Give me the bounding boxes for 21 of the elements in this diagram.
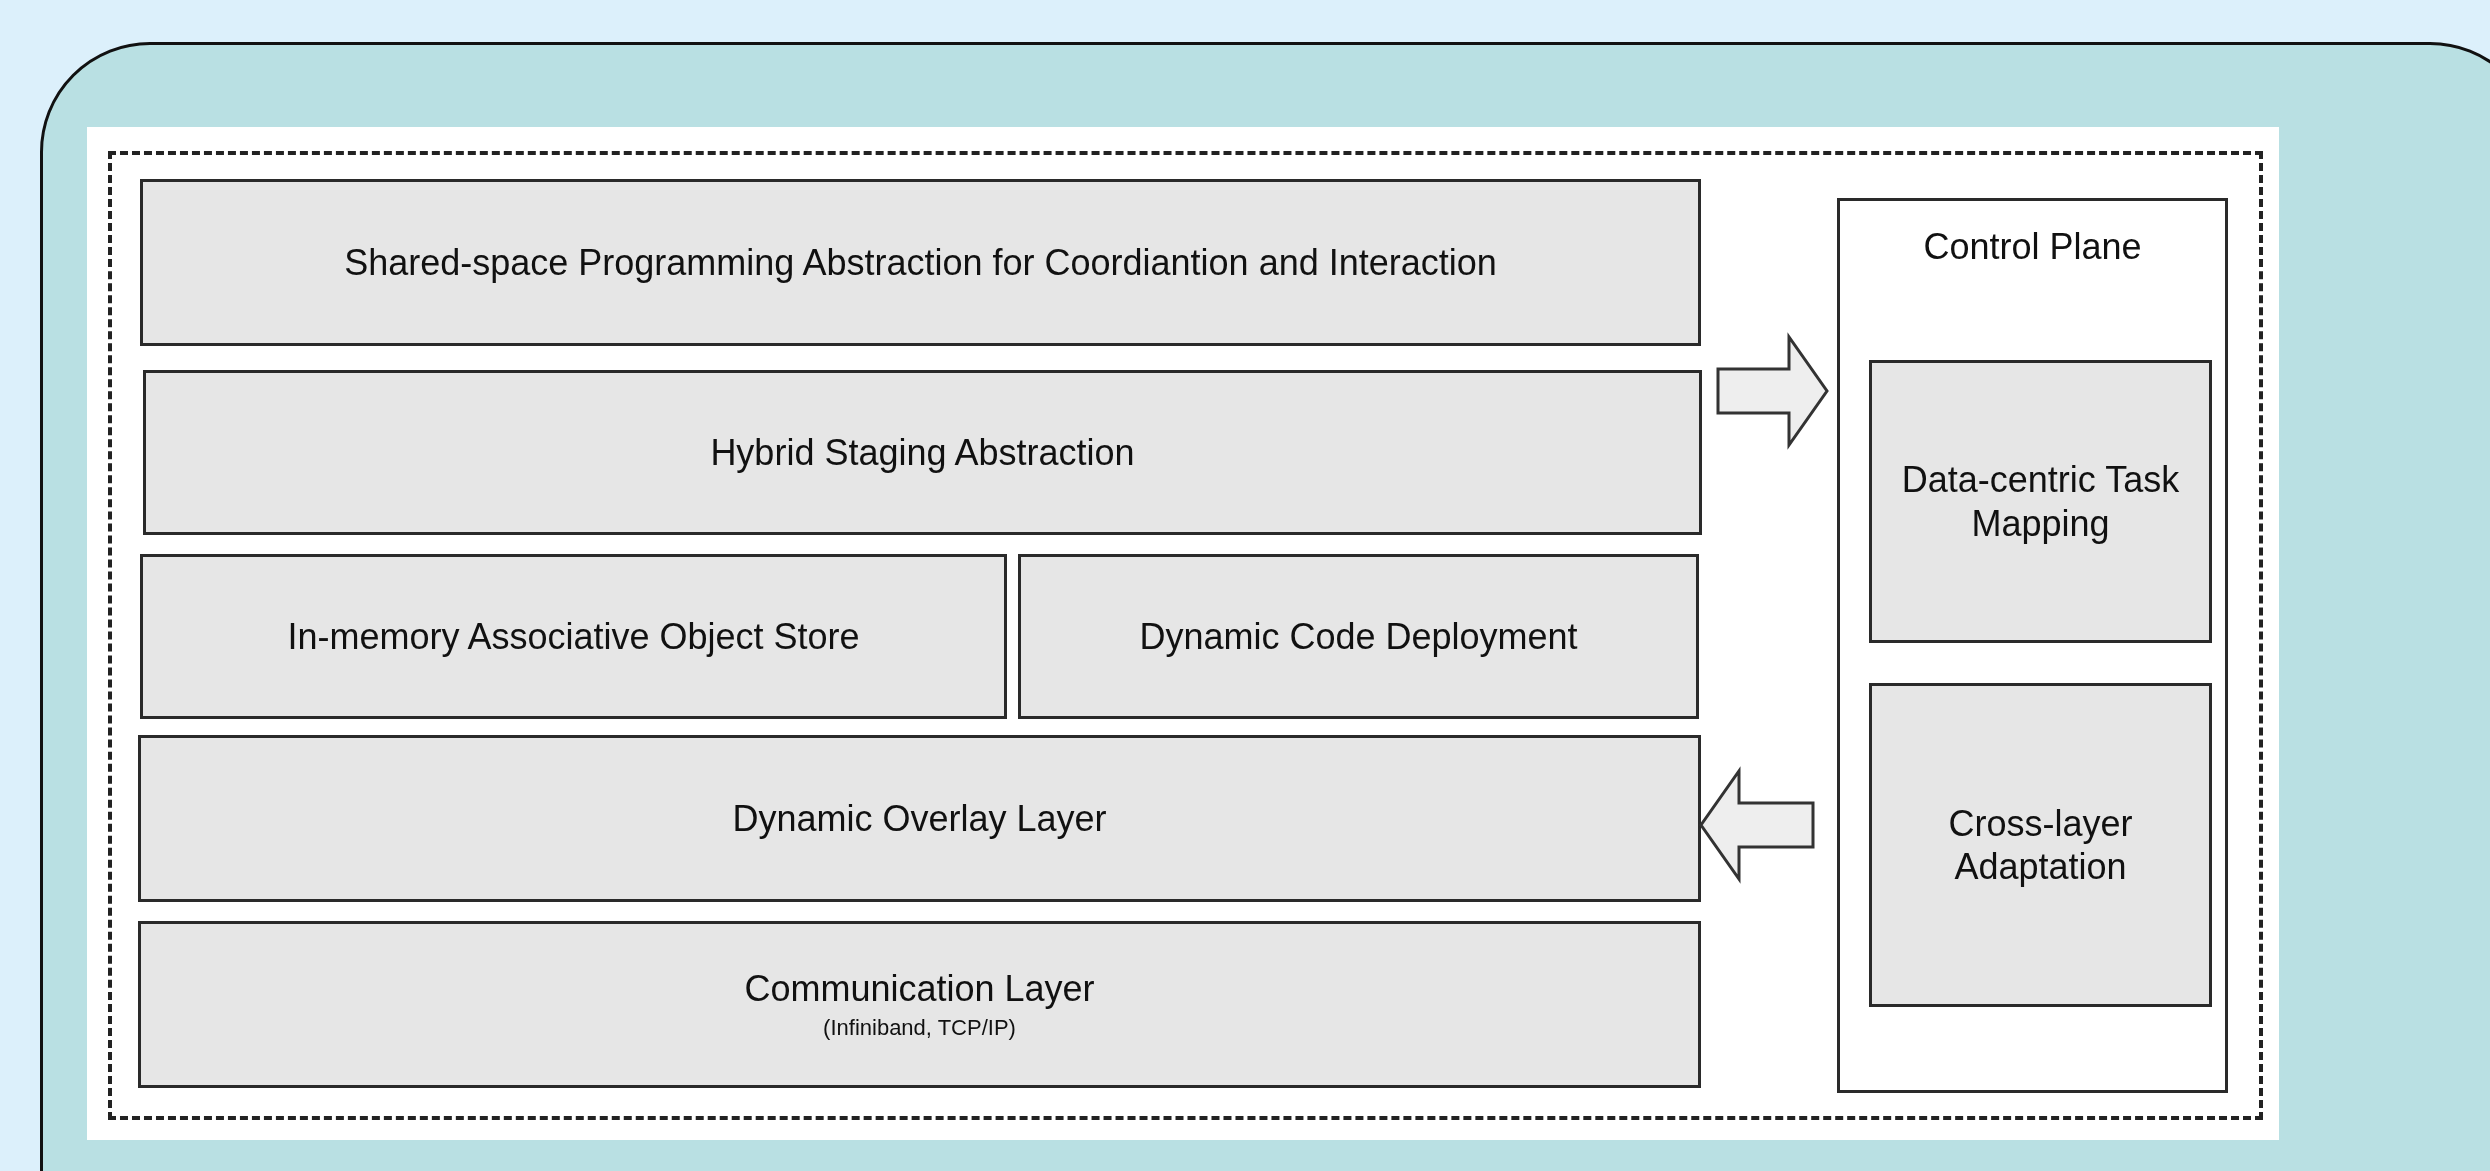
layer-label: Hybrid Staging Abstraction (710, 430, 1135, 475)
layer-label: Data-centric Task Mapping (1900, 458, 2181, 545)
layer-label: Dynamic Overlay Layer (732, 796, 1107, 841)
layer-box (140, 179, 1701, 346)
layer-box (138, 921, 1701, 1088)
layer-label: Dynamic Code Deployment (1139, 614, 1578, 659)
layer-label: In-memory Associative Object Store (287, 614, 860, 659)
layer-box (1018, 554, 1699, 719)
block-arrow (1699, 766, 1815, 884)
panel-box (1837, 198, 2228, 1093)
layer-label: Control Plane (1923, 225, 2142, 269)
layer-box (143, 370, 1702, 535)
layer-box (1869, 360, 2212, 643)
layer-note: (Infiniband, TCP/IP) (823, 1014, 1016, 1042)
block-arrow (1716, 332, 1829, 450)
layer-box (140, 554, 1007, 719)
layer-box (1869, 683, 2212, 1007)
layer-box (138, 735, 1701, 902)
layer-label: Cross-layer Adaptation (1947, 801, 2134, 889)
layer-label: Shared-space Programming Abstraction for Coordiantion and Interaction (344, 240, 1497, 285)
layer-label: Communication Layer (744, 967, 1095, 1011)
